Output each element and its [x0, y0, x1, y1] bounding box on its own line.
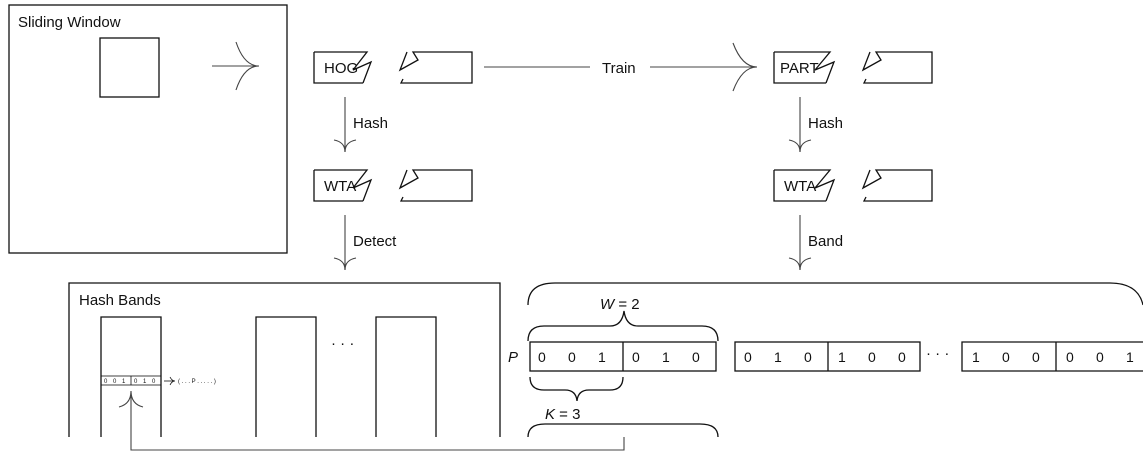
hash-bands-title: Hash Bands: [79, 292, 161, 309]
w-brace: [527, 310, 719, 342]
wta-right-label: WTA: [784, 178, 816, 195]
hash-bands-frame: [68, 282, 501, 437]
sliding-window-panel: Sliding Window: [8, 4, 288, 254]
band-bottom-brace: [527, 423, 719, 438]
g1-bit-0: 0: [538, 349, 546, 365]
wta-bar-right: WTA: [773, 169, 933, 202]
hog-label: HOG: [324, 60, 358, 77]
wta-left-label: WTA: [324, 178, 356, 195]
sliding-window-frame: [8, 4, 288, 254]
hash-band-column-2: [255, 316, 317, 437]
train-label: Train: [602, 60, 636, 77]
band-label: Band: [808, 233, 843, 250]
mini-bit-5: 0: [152, 379, 156, 385]
window-patch: [99, 37, 160, 98]
g2-bit-2: 0: [804, 349, 812, 365]
g2-bit-1: 1: [774, 349, 782, 365]
hash-edge-right: Hash: [788, 97, 843, 153]
mini-bit-2: 1: [122, 379, 126, 385]
part-label: PART: [780, 60, 819, 77]
feedback-arrow: [118, 390, 625, 451]
hash-left-label: Hash: [353, 115, 388, 132]
mini-bit-4: 1: [143, 379, 147, 385]
g3-bit-1: 0: [1002, 349, 1010, 365]
mini-bit-0: 0: [104, 379, 108, 385]
detect-edge: Detect: [333, 215, 397, 271]
hog-bar-left-piece: [313, 51, 373, 84]
train-edge: Train: [484, 42, 758, 92]
k-brace: [529, 376, 624, 402]
w-label: W = 2: [600, 296, 640, 313]
g2-bit-4: 0: [868, 349, 876, 365]
g2-bit-0: 0: [744, 349, 752, 365]
g1-bit-2: 1: [598, 349, 606, 365]
g1-bit-4: 1: [662, 349, 670, 365]
detect-label: Detect: [353, 233, 397, 250]
hash-band-column-3: [375, 316, 437, 437]
hash-edge-left: Hash: [333, 97, 388, 153]
wta-bar-left: WTA: [313, 169, 473, 202]
g3-bit-5: 1: [1126, 349, 1134, 365]
g3-bit-0: 1: [972, 349, 980, 365]
part-feature-bar: PART: [773, 51, 933, 84]
band-outer-brace: [527, 282, 1143, 306]
g2-bit-3: 1: [838, 349, 846, 365]
band-vector: W = 2 P 0 0 1 0 1 0 0 1 0 1 0 0 · · · 1 …: [508, 282, 1143, 438]
band-edge: Band: [788, 215, 843, 271]
bit-group-3: [961, 341, 1143, 372]
hash-bands-panel: Hash Bands · · · 0 0 1 0 1 0 ( . . . P .…: [68, 282, 501, 437]
part-bar-right-piece: [861, 51, 933, 84]
k-label: K = 3: [545, 406, 580, 423]
part-bar-left-piece: [773, 51, 836, 84]
mini-bit-1: 0: [113, 379, 117, 385]
g1-bit-1: 0: [568, 349, 576, 365]
g1-bit-3: 0: [632, 349, 640, 365]
band-vector-ellipsis: · · ·: [926, 345, 949, 362]
hash-right-label: Hash: [808, 115, 843, 132]
hash-bands-ellipsis: · · ·: [331, 335, 354, 352]
g1-bit-5: 0: [692, 349, 700, 365]
sliding-window-title: Sliding Window: [18, 14, 121, 31]
p-row-label: P: [508, 349, 518, 366]
g2-bit-5: 0: [898, 349, 906, 365]
g3-bit-3: 0: [1066, 349, 1074, 365]
g3-bit-2: 0: [1032, 349, 1040, 365]
lookup-text: ( . . . P . . . . . ): [178, 379, 216, 385]
g3-bit-4: 0: [1096, 349, 1104, 365]
window-to-hog-arrow: [212, 41, 260, 91]
hog-feature-bar: HOG: [313, 51, 473, 84]
hog-bar-right-piece: [398, 51, 473, 84]
mini-bit-3: 0: [134, 379, 138, 385]
